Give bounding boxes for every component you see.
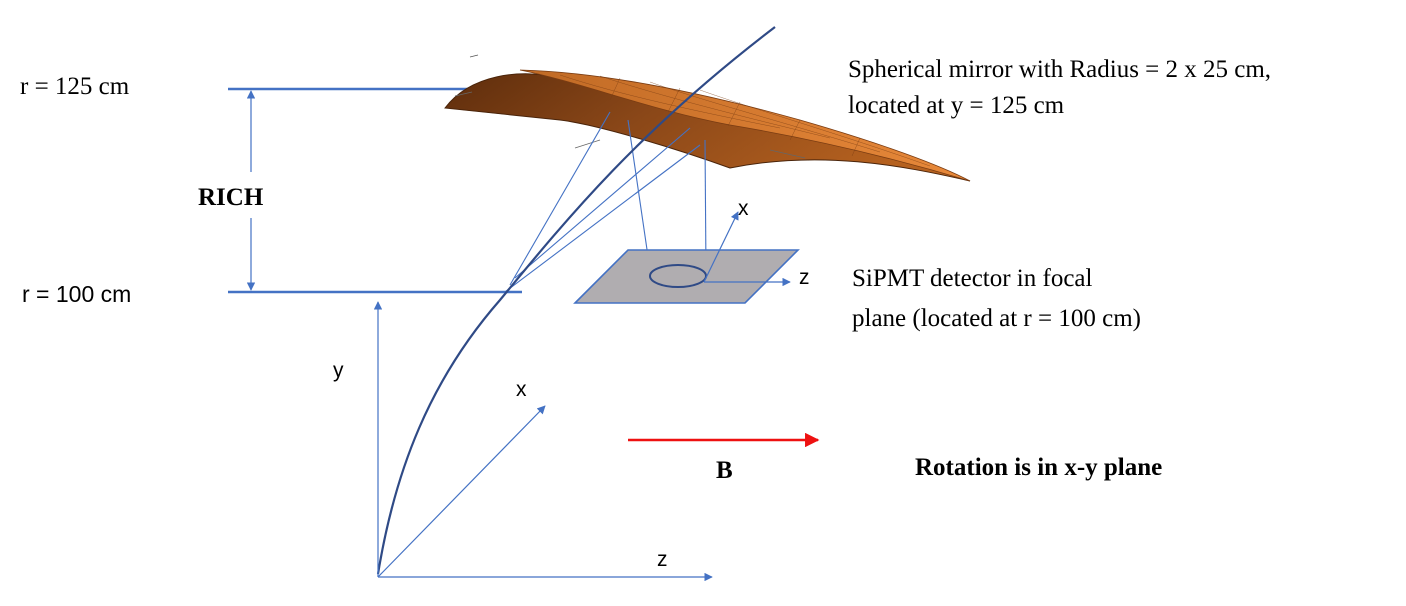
label-r-125: r = 125 cm [20, 73, 130, 100]
cherenkov-rays [504, 111, 707, 293]
mirror-top-surface [519, 69, 971, 182]
sipmt-detector [573, 211, 800, 304]
label-rotation: Rotation is in x-y plane [915, 454, 1162, 481]
label-rich: RICH [198, 184, 264, 211]
label-axis-z: z [657, 548, 668, 571]
label-field-b: B [716, 457, 733, 484]
detector-axis-x [703, 211, 739, 283]
label-detector-line1: SiPMT detector in focal [852, 265, 1093, 292]
detector-ring [649, 264, 707, 288]
label-r-100: r = 100 cm [22, 281, 131, 307]
spherical-mirror [444, 54, 971, 182]
label-axis-y: y [333, 359, 344, 382]
label-mirror-line2: located at y = 125 cm [848, 92, 1065, 119]
label-detector-line2: plane (located at r = 100 cm) [852, 305, 1141, 332]
particle-track [376, 26, 776, 575]
axis-x-line [377, 405, 546, 578]
label-axis-x: x [516, 378, 527, 401]
label-detector-axis-x: x [738, 197, 749, 220]
mirror-underside [444, 73, 971, 182]
label-detector-axis-z: z [799, 266, 810, 289]
label-mirror-line1: Spherical mirror with Radius = 2 x 25 cm… [848, 56, 1271, 83]
main-axes [373, 301, 713, 582]
detector-plane [573, 249, 800, 304]
